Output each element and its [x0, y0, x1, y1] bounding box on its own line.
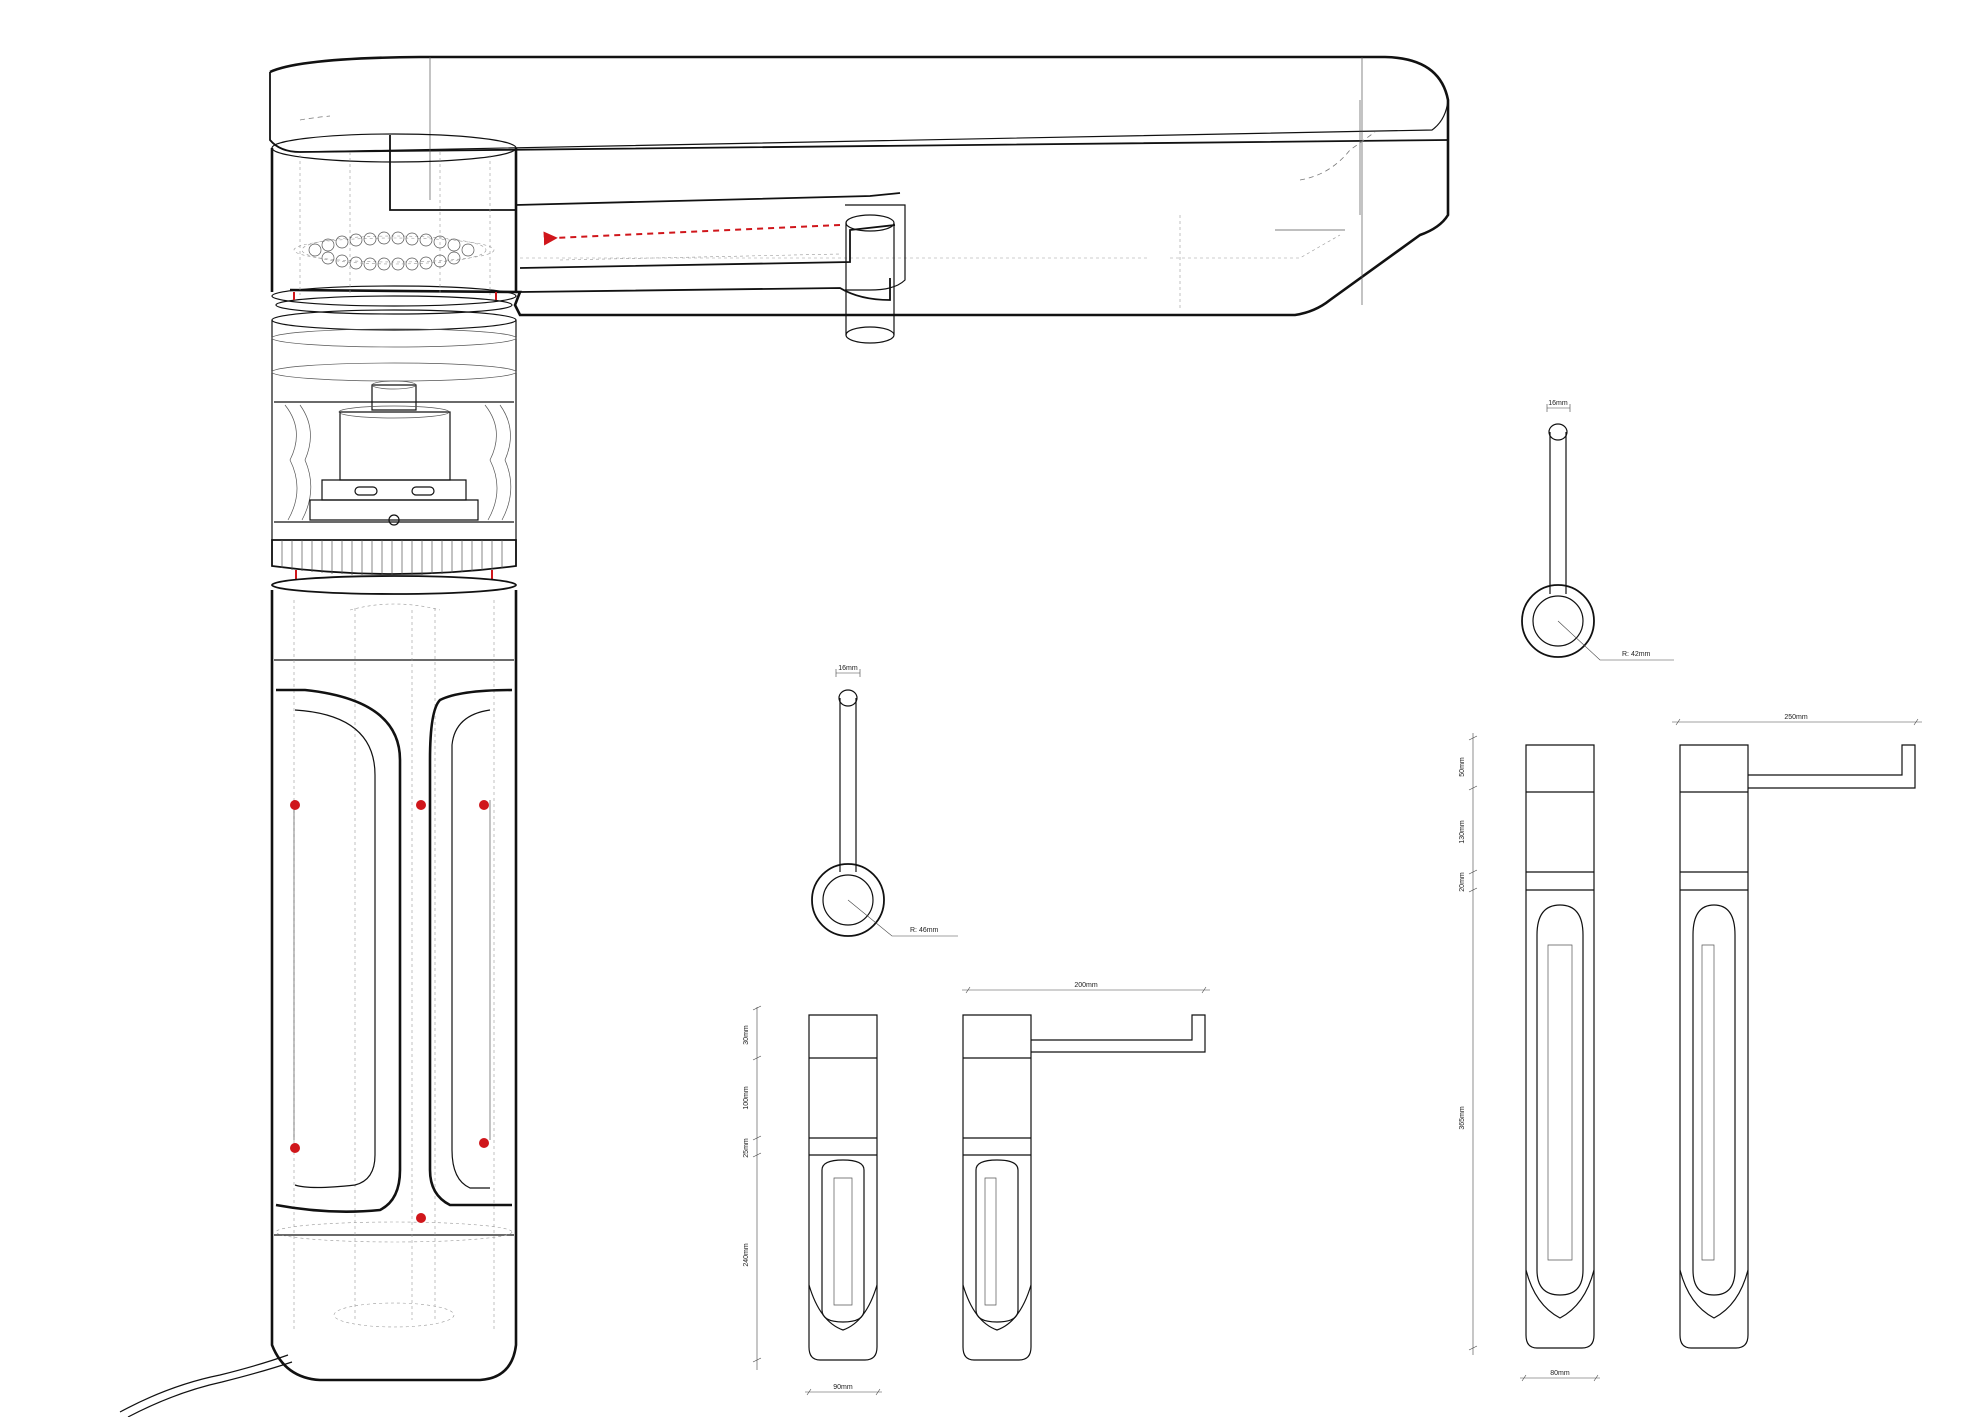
pump-module	[271, 309, 517, 580]
power-cable	[119, 1354, 289, 1413]
water-flow-arrow	[543, 224, 841, 246]
connection-point	[416, 1213, 426, 1223]
connection-point	[290, 800, 300, 810]
small-dim-4: 240mm	[743, 1243, 750, 1267]
large-base-width-label: 80mm	[1550, 1370, 1570, 1377]
large-dim-3: 20mm	[1459, 872, 1466, 892]
small-dim-3: 25mm	[743, 1138, 750, 1158]
small-top-width-label: 16mm	[838, 665, 858, 672]
filter-bead-ring	[301, 231, 487, 271]
connection-point	[290, 1143, 300, 1153]
small-dim-2: 100mm	[743, 1086, 750, 1110]
large-dim-1: 50mm	[1459, 757, 1466, 777]
small-top-view: 16mm R: 46mm	[811, 665, 958, 937]
small-spout-length-label: 200mm	[1074, 982, 1098, 989]
large-top-view: 16mm R: 42mm	[1521, 400, 1674, 661]
gear-teeth	[281, 540, 503, 575]
small-top-radius-label: R: 46mm	[910, 927, 939, 934]
connection-point	[479, 800, 489, 810]
large-dim-2: 130mm	[1459, 820, 1466, 844]
large-top-radius-label: R: 42mm	[1622, 651, 1651, 658]
exploded-section-view	[119, 55, 1450, 1417]
small-base-width-label: 90mm	[833, 1384, 853, 1391]
small-dim-1: 30mm	[743, 1025, 750, 1045]
lower-body	[119, 575, 518, 1417]
large-dim-4: 365mm	[1459, 1106, 1466, 1130]
connection-point	[416, 800, 426, 810]
spout-arm	[269, 55, 1450, 344]
large-top-width-label: 16mm	[1548, 400, 1568, 407]
large-side-elevation: 250mm	[1672, 714, 1922, 1349]
large-spout-length-label: 250mm	[1784, 714, 1808, 721]
connection-point	[479, 1138, 489, 1148]
upper-neck-cylinder	[270, 133, 518, 315]
large-front-elevation: 50mm 130mm 20mm 365mm 80mm	[1459, 733, 1600, 1382]
small-front-elevation: 30mm 100mm 25mm 240mm 90mm	[743, 1005, 882, 1396]
small-side-elevation: 200mm	[962, 982, 1210, 1361]
